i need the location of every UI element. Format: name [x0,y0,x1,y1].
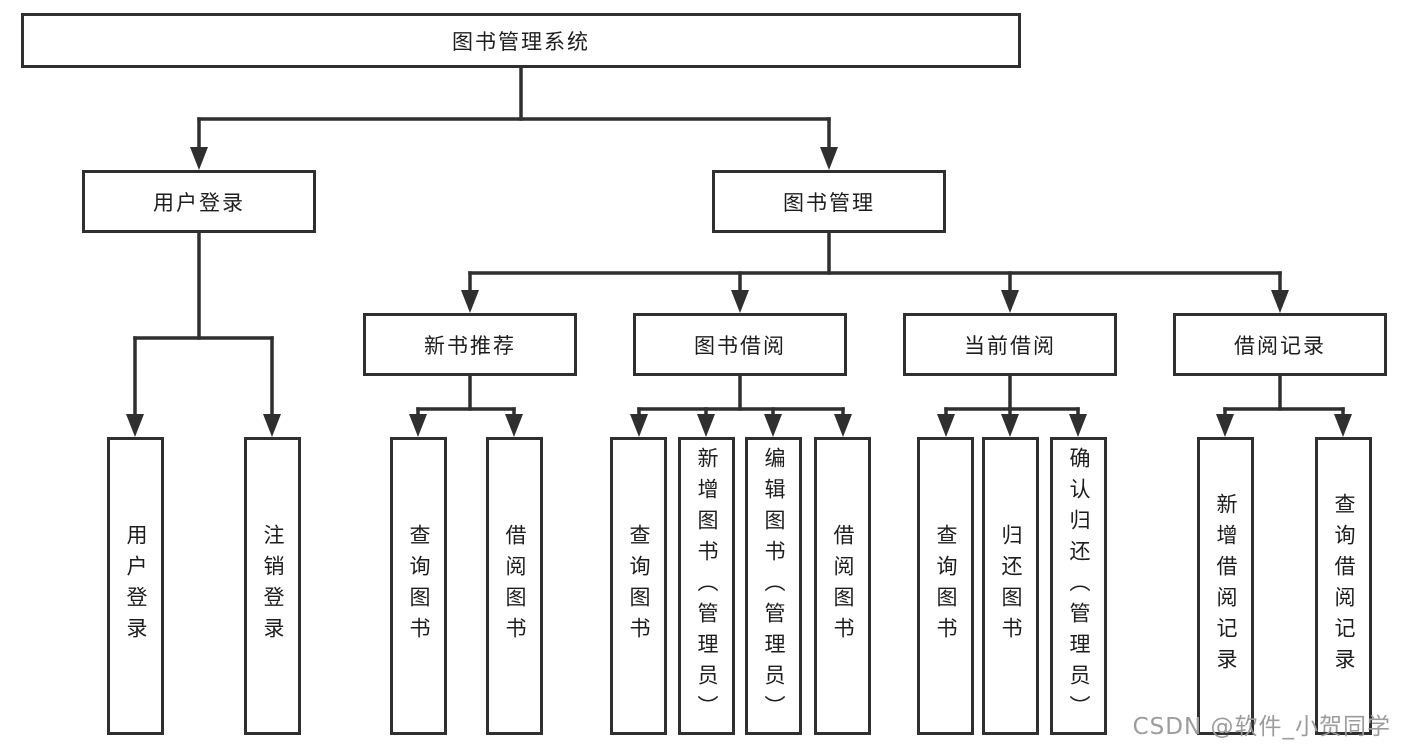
leaf-current-query-books-label: 查询图书 [934,524,958,648]
leaf-recommend-borrow-books-label: 借阅图书 [503,524,527,648]
node-book-management: 图书管理 [712,170,946,233]
leaf-records-query-record-label: 查询借阅记录 [1332,493,1356,679]
leaf-records-query-record: 查询借阅记录 [1315,437,1372,735]
leaf-current-return-books: 归还图书 [982,437,1039,735]
node-user-login-label: 用户登录 [153,190,245,215]
arrowheads [126,147,1352,437]
leaf-borrow-query-books: 查询图书 [610,437,667,735]
leaf-recommend-borrow-books: 借阅图书 [486,437,543,735]
leaf-borrow-borrow-books: 借阅图书 [814,437,871,735]
leaf-borrow-edit-books-admin: 编辑图书（管理员） [745,437,802,735]
leaf-user-login: 用户登录 [107,437,164,735]
node-current-borrow-label: 当前借阅 [964,333,1056,358]
leaf-borrow-borrow-books-label: 借阅图书 [831,524,855,648]
leaf-current-query-books: 查询图书 [917,437,974,735]
node-new-book-recommend: 新书推荐 [363,313,577,376]
leaf-current-confirm-return-admin: 确认归还（管理员） [1050,437,1107,735]
leaf-records-add-record: 新增借阅记录 [1197,437,1254,735]
node-current-borrow: 当前借阅 [903,313,1117,376]
csdn-watermark: CSDN @软件_小贺同学 [1132,714,1391,740]
leaf-logout: 注销登录 [244,437,301,735]
leaf-records-add-record-label: 新增借阅记录 [1214,493,1238,679]
node-borrow-records-label: 借阅记录 [1234,333,1326,358]
node-book-borrow-label: 图书借阅 [694,333,786,358]
node-book-borrow: 图书借阅 [633,313,847,376]
leaf-recommend-query-books-label: 查询图书 [407,524,431,648]
node-root: 图书管理系统 [21,13,1021,68]
node-user-login: 用户登录 [82,170,316,233]
leaf-recommend-query-books: 查询图书 [390,437,447,735]
leaf-user-login-label: 用户登录 [124,524,148,648]
leaf-logout-label: 注销登录 [261,524,285,648]
leaf-borrow-query-books-label: 查询图书 [627,524,651,648]
leaf-current-return-books-label: 归还图书 [999,524,1023,648]
leaf-borrow-edit-books-admin-label: 编辑图书（管理员） [762,446,786,726]
leaf-borrow-add-books-admin: 新增图书（管理员） [678,437,735,735]
leaf-borrow-add-books-admin-label: 新增图书（管理员） [695,446,719,726]
node-root-label: 图书管理系统 [452,29,590,54]
node-borrow-records: 借阅记录 [1173,313,1387,376]
node-new-book-recommend-label: 新书推荐 [424,333,516,358]
leaf-current-confirm-return-admin-label: 确认归还（管理员） [1067,446,1091,726]
node-book-management-label: 图书管理 [783,190,875,215]
